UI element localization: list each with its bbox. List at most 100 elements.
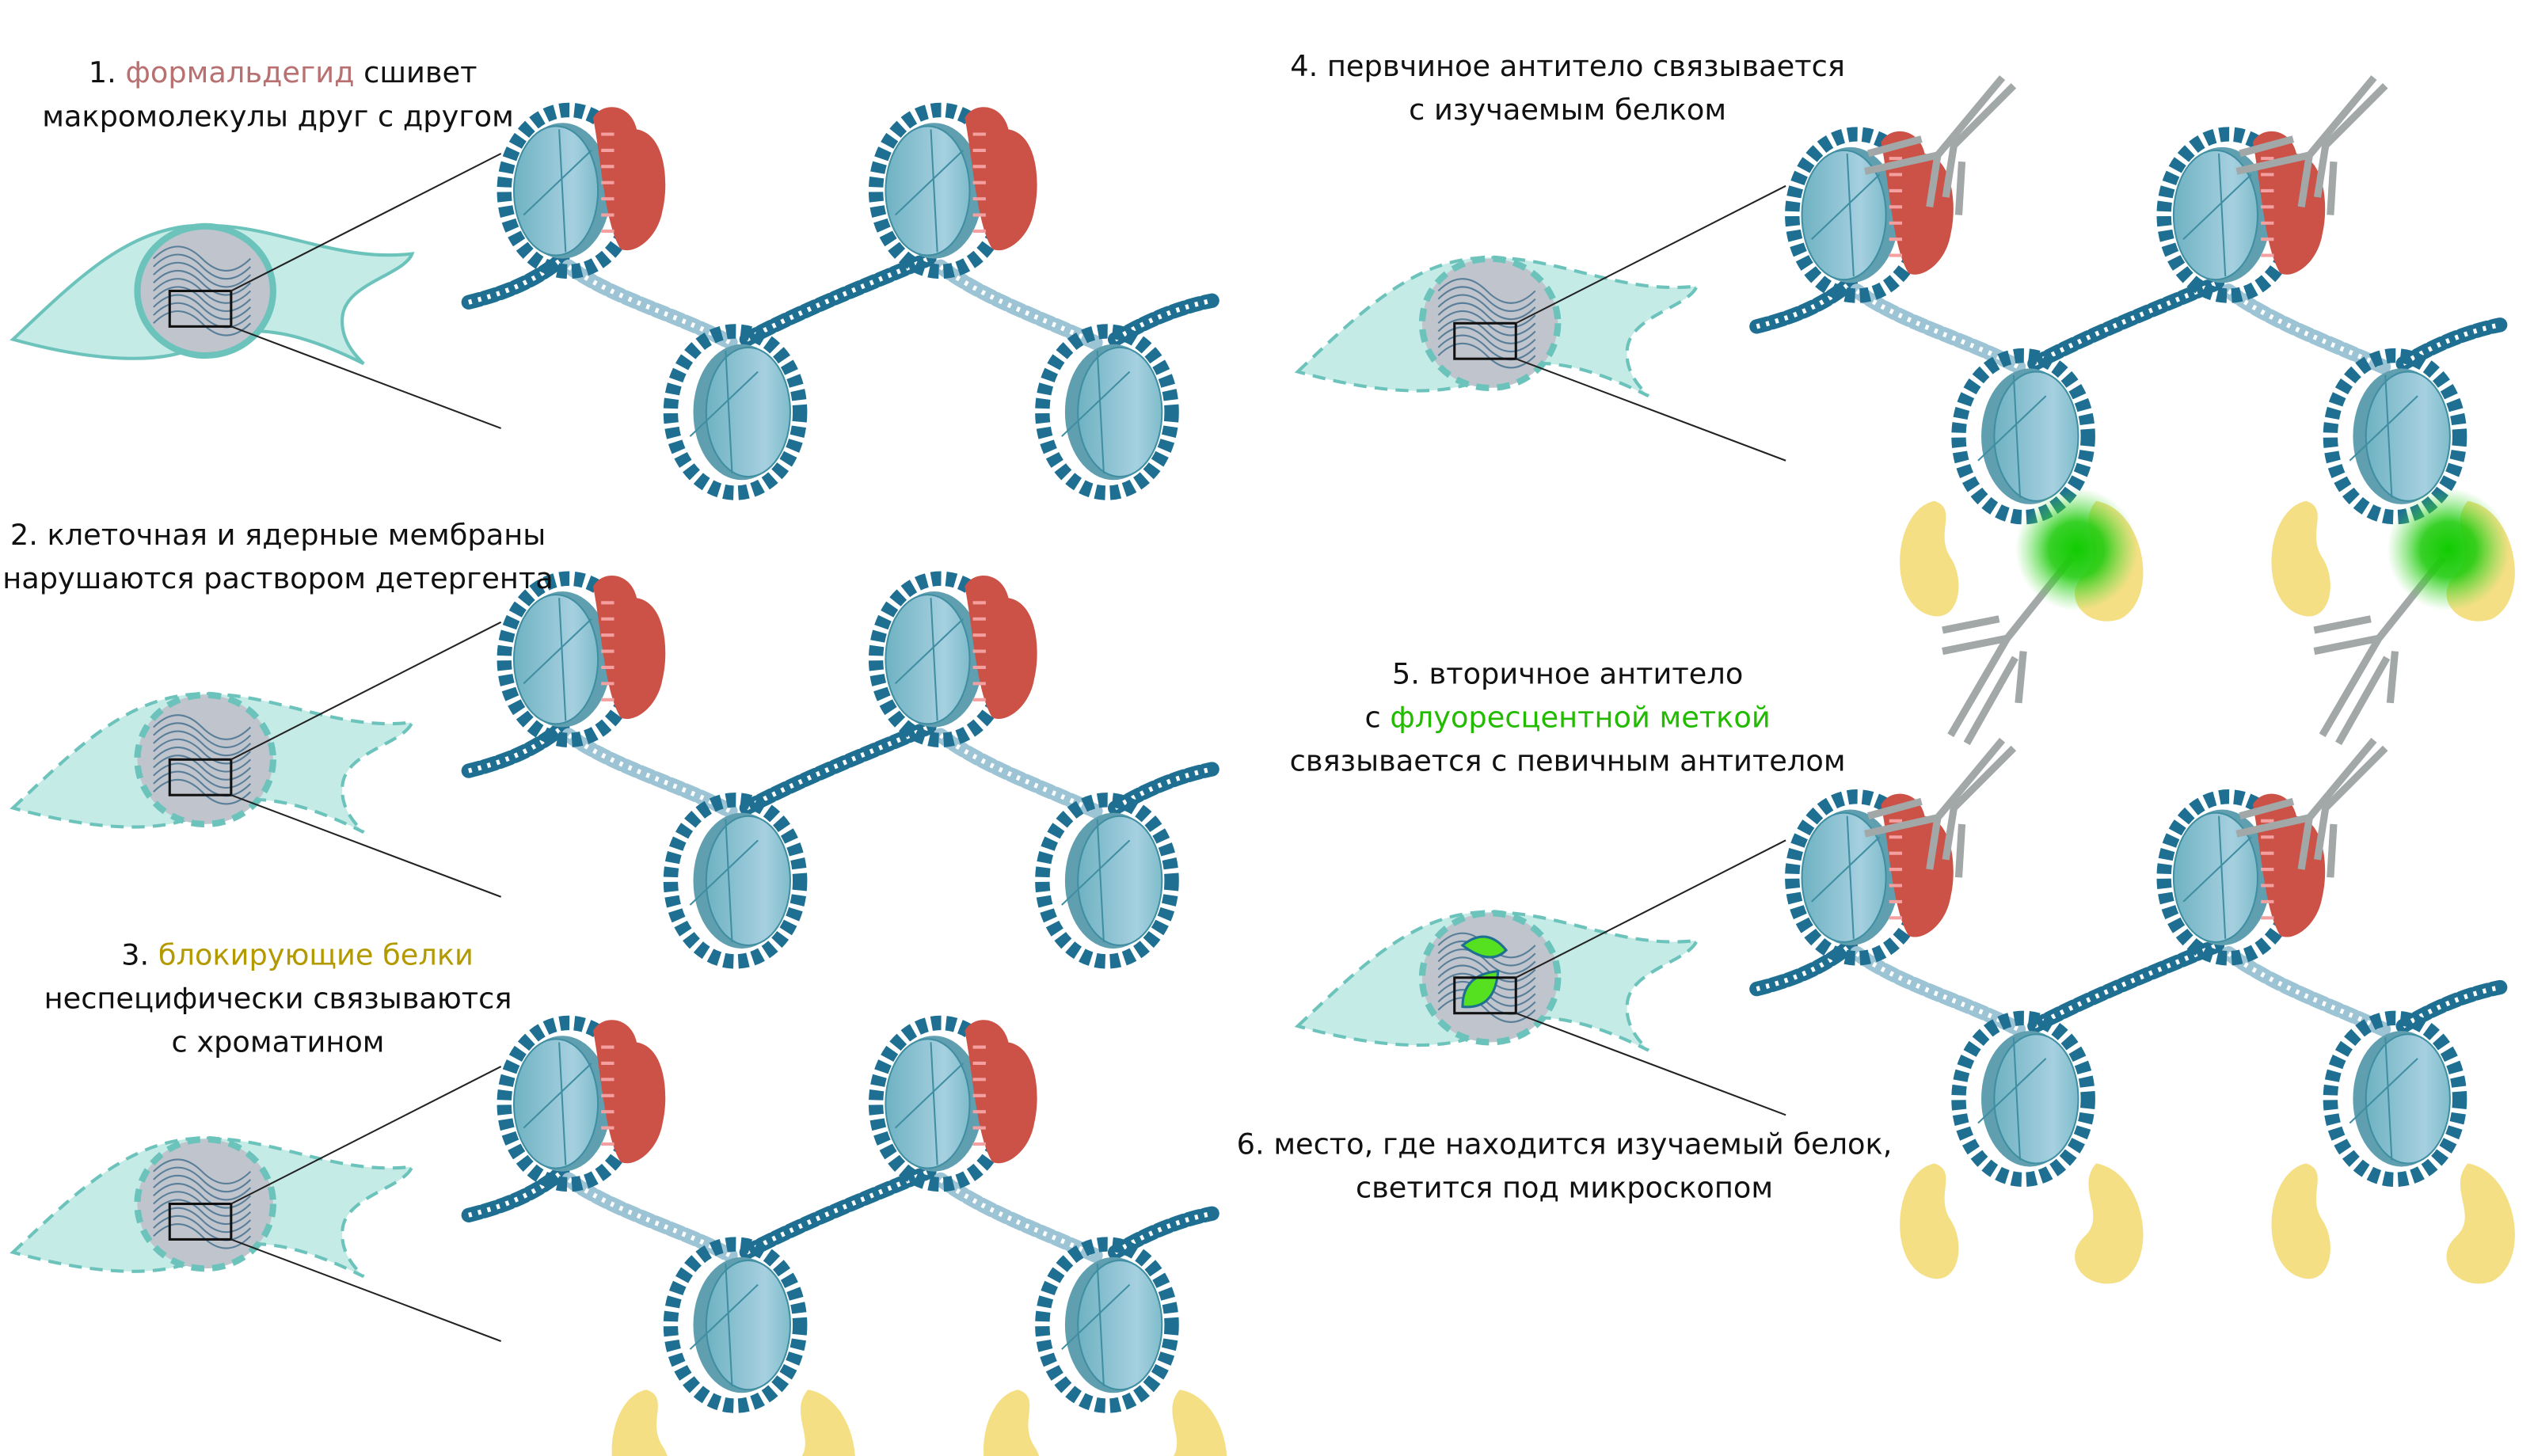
- cell: [1294, 839, 1786, 1116]
- formaldehyde-term: формальдегид: [126, 55, 355, 89]
- antibody-heavy-chain: [1926, 737, 2006, 870]
- histone-line: [1846, 153, 1855, 277]
- chromatin: [153, 1183, 252, 1209]
- zoom-line: [230, 1238, 502, 1342]
- antibody-heavy-chain: [2297, 737, 2377, 870]
- fluorescent-label-glow: [2387, 488, 2510, 611]
- antibody-light-chain: [2313, 615, 2372, 634]
- antibody-heavy-chain: [2313, 634, 2380, 656]
- antibody-light-chain: [2327, 823, 2338, 878]
- chromatin: [153, 778, 252, 805]
- target-protein: [592, 107, 666, 251]
- histone-line: [894, 150, 965, 216]
- step-1-number: 1.: [89, 55, 126, 89]
- nucleosome: [1035, 793, 1179, 969]
- histone-line: [1061, 839, 1131, 906]
- nucleosome: [1035, 324, 1179, 500]
- antibody-heavy-chain: [2235, 151, 2311, 175]
- blocking-protein: [1900, 1163, 1959, 1279]
- histone-line: [894, 618, 965, 685]
- histone-line: [1811, 836, 1881, 903]
- step-5-line3: связывается с певичным антителом: [1290, 744, 1846, 778]
- step-5-line1: 5. вторичное антитело: [1392, 656, 1743, 690]
- chromatin-scene: [461, 571, 1219, 969]
- blocking-protein: [1900, 500, 1959, 617]
- histone-line: [2218, 815, 2227, 939]
- step-1-label: 1. формальдегид сшивет: [89, 55, 478, 89]
- histone-line: [725, 819, 733, 942]
- histone-core: [512, 125, 599, 257]
- histone-core: [2172, 149, 2259, 281]
- chromatin: [153, 1207, 252, 1234]
- cell: [10, 1066, 502, 1342]
- dna-wrap: [1035, 793, 1179, 969]
- dna-wrap: [663, 793, 808, 969]
- dna-strand-rungs: [1855, 951, 2020, 1032]
- dna-strand-rungs: [567, 1177, 732, 1258]
- histone-core: [705, 815, 791, 947]
- chromatin: [153, 1215, 252, 1241]
- primary-antibody: [1864, 737, 2017, 878]
- dna-strand-rungs: [567, 733, 732, 814]
- chromatin-scene: [461, 1015, 1227, 1456]
- chromatin: [1437, 997, 1536, 1023]
- dna-wrap: [1951, 1010, 2095, 1188]
- chromatin-scene: [461, 102, 1219, 500]
- scenes: [10, 75, 2515, 1456]
- antibody-light-chain: [1866, 135, 1923, 158]
- histone-line: [1811, 173, 1881, 240]
- histone-line: [689, 1283, 759, 1350]
- step-2-line1: 2. клеточная и ядерные мембраны: [10, 518, 546, 552]
- histone-line: [523, 1063, 592, 1129]
- histone-core: [1077, 815, 1163, 947]
- histone-core: [1077, 346, 1163, 478]
- dna-strand-rungs: [1113, 1211, 1213, 1255]
- step-4-line2: с изучаемым белком: [1409, 93, 1726, 127]
- antibody-heavy-chain: [1942, 83, 2017, 198]
- dna-strand-rungs: [468, 1169, 565, 1218]
- fluorescent-spot: [1461, 969, 1500, 1009]
- blocking-protein: [2271, 1163, 2330, 1279]
- histone-line: [2182, 836, 2252, 903]
- chromatin: [153, 714, 252, 740]
- chromatin: [153, 1223, 252, 1249]
- dna-strand-rungs: [2402, 322, 2501, 366]
- step-3-number: 3.: [121, 937, 158, 971]
- histone-line: [930, 598, 938, 721]
- zoom-box: [1453, 976, 1517, 1015]
- cell: [10, 621, 502, 898]
- chromatin: [1437, 342, 1536, 369]
- target-protein: [965, 107, 1037, 251]
- step-5-prefix: с: [1364, 700, 1390, 734]
- zoom-line: [230, 153, 502, 292]
- dna-strand: [1849, 946, 2026, 1037]
- histone-line: [1096, 1263, 1105, 1387]
- dna-strand-rungs: [1113, 766, 1213, 811]
- chromatin: [1437, 318, 1536, 344]
- histone-line: [725, 350, 733, 474]
- primary-antibody: [2235, 737, 2388, 878]
- chromatin: [153, 270, 252, 296]
- zoom-line: [1515, 839, 1786, 979]
- zoom-line: [230, 621, 502, 761]
- histone-line: [725, 1263, 733, 1387]
- dna-strand: [561, 728, 738, 819]
- antibody-heavy-chain: [1864, 151, 1939, 175]
- histone-core: [885, 125, 971, 257]
- chromatin: [1437, 294, 1536, 321]
- antibody-heavy-chain: [1942, 634, 2008, 656]
- histone-line: [2218, 153, 2227, 277]
- step-3-label: 3. блокирующие белки: [121, 937, 474, 971]
- antibody-light-chain: [1866, 797, 1923, 820]
- fluorescent-label-glow: [2015, 488, 2138, 611]
- histone-core: [1077, 1259, 1163, 1391]
- antibody-heavy-chain: [2313, 83, 2388, 198]
- histone-line: [1977, 1058, 2047, 1124]
- zoom-line: [1515, 1012, 1786, 1116]
- histone-line: [558, 1042, 567, 1165]
- chromatin: [153, 1166, 252, 1193]
- chromatin: [153, 722, 252, 748]
- chromatin: [1437, 948, 1536, 975]
- target-protein: [592, 576, 666, 720]
- dna-strand-rungs: [2227, 288, 2385, 370]
